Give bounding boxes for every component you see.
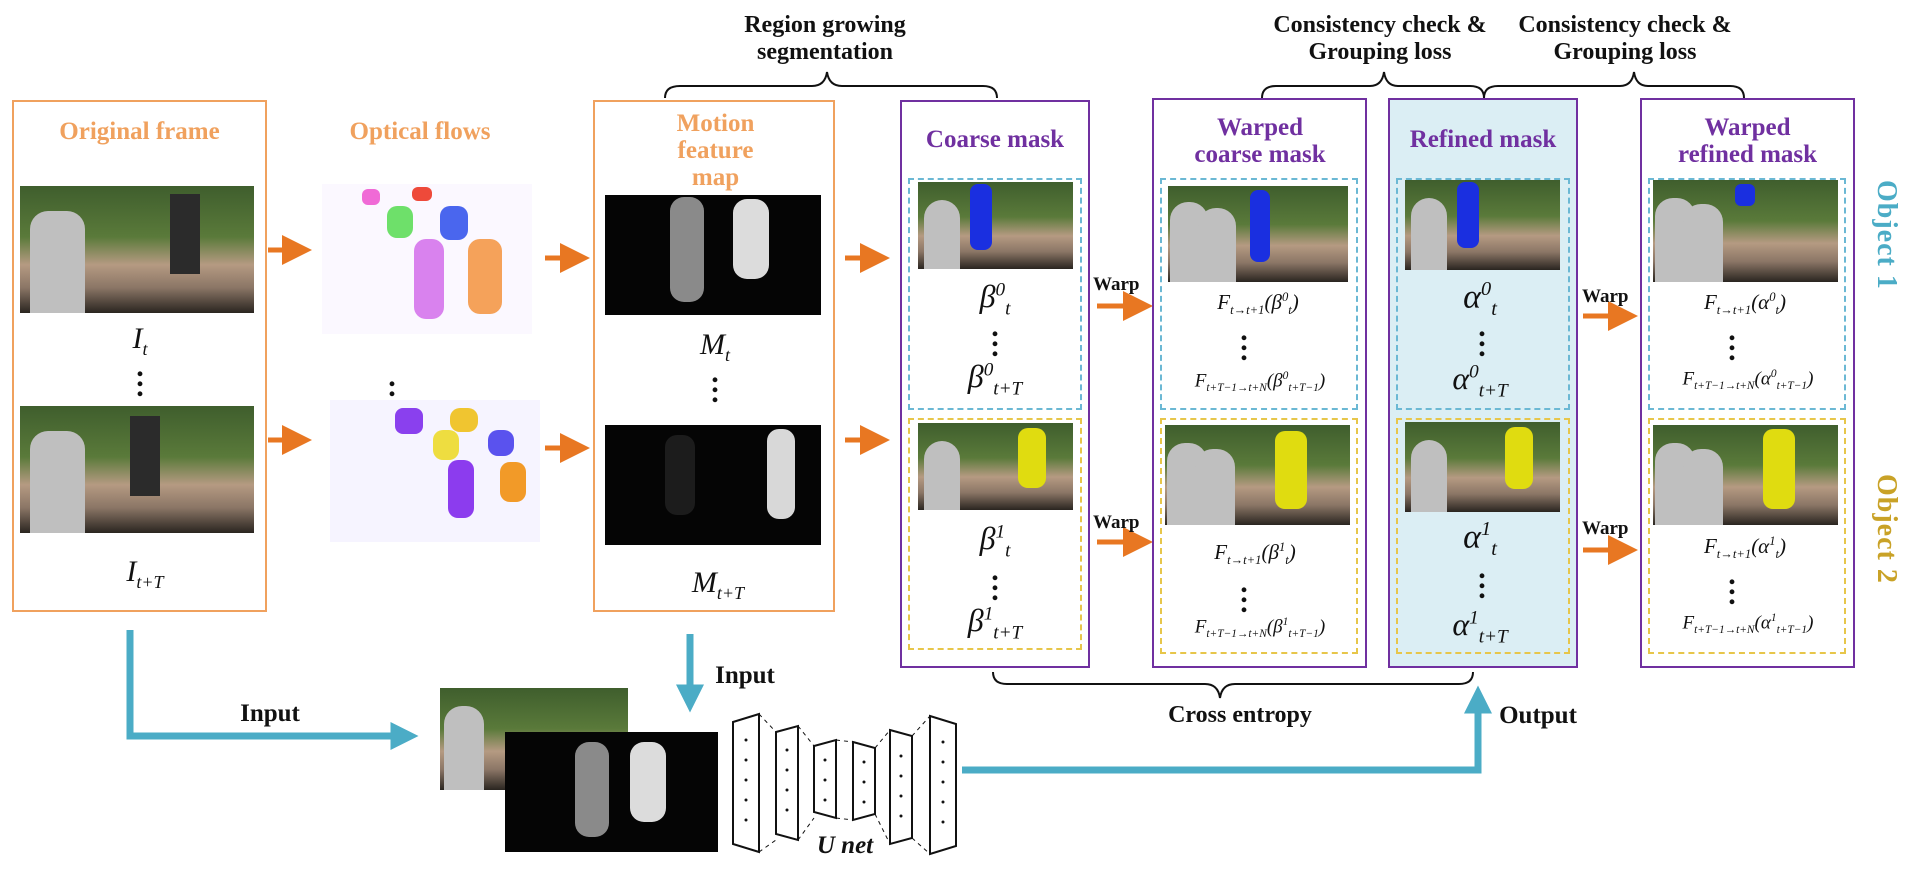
coarse-mask-image-2 <box>918 423 1073 510</box>
vdots-alpha0: ... <box>1478 310 1486 363</box>
refined-object2-region <box>1396 418 1570 654</box>
region-growing-label: Region growing segmentation <box>744 12 906 65</box>
brace-region-growing <box>664 71 998 99</box>
warped-refined-mask-title: Warped refined mask <box>1677 114 1818 168</box>
vdots-flows: ... <box>388 360 396 413</box>
optical-flow-image-t <box>322 184 532 334</box>
coarse-mask-image-1 <box>918 182 1073 269</box>
refined-mask-title: Refined mask <box>1409 126 1557 153</box>
input-label-left: Input <box>240 700 300 727</box>
object2-label: Object 2 <box>1871 474 1902 584</box>
math-M-tT: Mt+T <box>691 566 745 603</box>
math-beta1-t: β1t <box>979 520 1011 562</box>
math-M-t: Mt <box>699 328 730 365</box>
unet-label: U net <box>816 832 874 859</box>
original-frame-panel <box>12 100 267 612</box>
coarse-object1-region <box>908 178 1082 410</box>
math-F-alpha1-t: Ft→t+1(α1t) <box>1703 534 1787 562</box>
object1-label: Object 1 <box>1871 180 1902 290</box>
warped-coarse-object2-region <box>1160 418 1358 654</box>
warped-refined-image-2 <box>1653 425 1838 525</box>
coarse-mask-title: Coarse mask <box>925 126 1065 153</box>
output-label: Output <box>1499 702 1577 729</box>
math-F-alpha0-tT: Ft+T−1→t+N(α0t+T−1) <box>1682 368 1814 393</box>
warp-label-3: Warp <box>1582 286 1629 307</box>
math-I-t: It <box>132 322 148 359</box>
frame-image-t <box>20 186 254 313</box>
refined-mask-image-1 <box>1405 180 1560 270</box>
vdots-motion: ... <box>711 356 719 409</box>
vdots-beta0: ... <box>991 310 999 363</box>
brace-consistency-1 <box>1261 71 1485 99</box>
refined-object1-region <box>1396 178 1570 410</box>
motion-feature-panel <box>593 100 835 612</box>
consistency-label-1: Consistency check & Grouping loss <box>1273 12 1487 65</box>
brace-cross-entropy <box>992 671 1474 699</box>
warped-coarse-mask-panel <box>1152 98 1367 668</box>
math-I-tT: It+T <box>126 555 164 592</box>
warp-label-1: Warp <box>1093 274 1140 295</box>
brace-consistency-2 <box>1483 71 1745 99</box>
coarse-mask-panel <box>900 100 1090 668</box>
frame-image-tT <box>20 406 254 533</box>
vdots-alpha1: ... <box>1478 552 1486 605</box>
optical-flow-image-tT <box>330 400 540 542</box>
vdots-frames: ... <box>136 350 144 403</box>
input-label-center: Input <box>715 662 775 689</box>
motion-feature-title: Motion feature map <box>676 110 755 191</box>
warped-refined-object1-region <box>1648 178 1846 410</box>
math-F-beta1-tT: Ft+T−1→t+N(β1t+T−1) <box>1194 616 1326 641</box>
warped-refined-mask-panel <box>1640 98 1855 668</box>
consistency-label-2: Consistency check & Grouping loss <box>1518 12 1732 65</box>
warped-coarse-image-2 <box>1165 425 1350 525</box>
warped-refined-object2-region <box>1648 418 1846 654</box>
optical-flows-title: Optical flows <box>349 118 491 145</box>
vdots-F-alpha0: ... <box>1728 314 1736 367</box>
math-beta1-tT: β1t+T <box>967 602 1023 644</box>
motion-map-image-t <box>605 195 821 315</box>
math-alpha0-t: α0t <box>1463 278 1497 321</box>
motion-map-image-tT <box>605 425 821 545</box>
cross-entropy-label: Cross entropy <box>1168 702 1312 728</box>
warped-refined-image-1 <box>1653 180 1838 282</box>
math-beta0-tT: β0t+T <box>967 358 1023 400</box>
math-F-alpha1-tT: Ft+T−1→t+N(α1t+T−1) <box>1682 612 1814 637</box>
vdots-F-alpha1: ... <box>1728 558 1736 611</box>
vdots-F-beta1: ... <box>1240 566 1248 619</box>
math-beta0-t: β0t <box>979 278 1011 320</box>
unet-network <box>732 712 957 856</box>
math-F-beta0-t: Ft→t+1(β0t) <box>1217 290 1299 318</box>
math-alpha1-tT: α1t+T <box>1452 606 1508 648</box>
coarse-object2-region <box>908 418 1082 650</box>
vdots-F-beta0: ... <box>1240 314 1248 367</box>
warped-coarse-mask-title: Warped coarse mask <box>1194 114 1326 168</box>
vdots-beta1: ... <box>991 554 999 607</box>
math-F-beta1-t: Ft→t+1(β1t) <box>1214 540 1296 568</box>
math-F-beta0-tT: Ft+T−1→t+N(β0t+T−1) <box>1194 370 1326 395</box>
unet-input-motion-map <box>505 732 718 852</box>
warp-label-2: Warp <box>1093 512 1140 533</box>
original-frame-title: Original frame <box>59 118 220 145</box>
refined-mask-image-2 <box>1405 422 1560 512</box>
math-alpha1-t: α1t <box>1463 518 1497 561</box>
warp-label-4: Warp <box>1582 518 1629 539</box>
warped-coarse-object1-region <box>1160 178 1358 410</box>
warped-coarse-image-1 <box>1168 186 1348 282</box>
math-alpha0-tT: α0t+T <box>1452 360 1508 402</box>
math-F-alpha0-t: Ft→t+1(α0t) <box>1703 290 1787 318</box>
